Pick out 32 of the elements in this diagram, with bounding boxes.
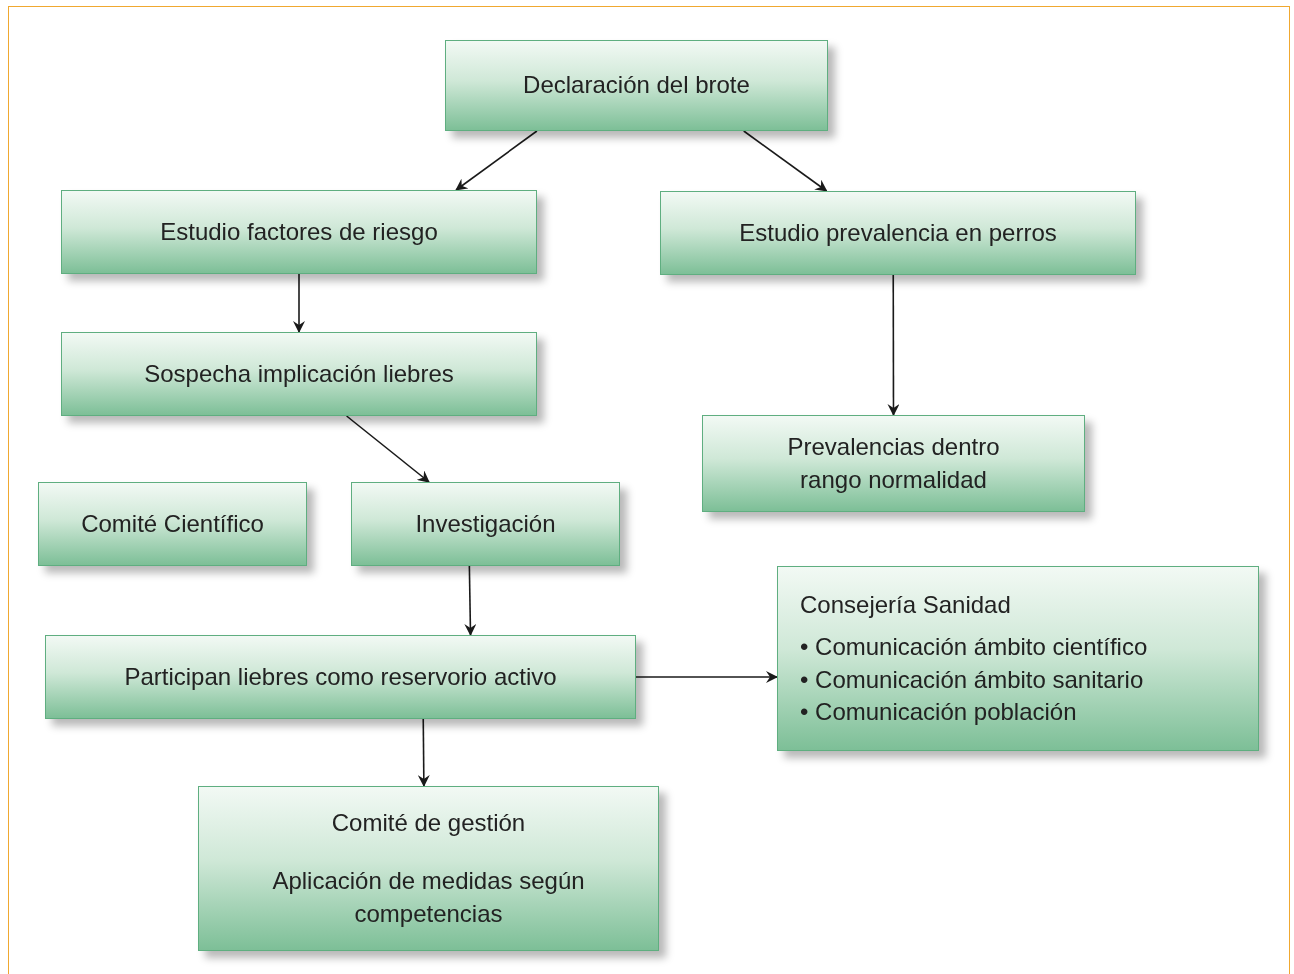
process-box	[702, 415, 1085, 512]
box-heading: Consejería Sanidad	[800, 590, 1011, 620]
bullet-item: • Comunicación ámbito sanitario	[800, 664, 1145, 695]
box-label: Investigación	[415, 508, 556, 539]
process-box	[198, 786, 659, 951]
process-box	[61, 332, 537, 416]
box-label: Participan liebres como reservorio activo	[124, 661, 557, 692]
arrow	[455, 130, 538, 191]
arrow	[417, 718, 430, 787]
box-label: Prevalencias dentro rango normalidad	[786, 432, 1001, 495]
box-label: Comité de gestión	[331, 807, 526, 838]
box-label: Declaración del brote	[523, 70, 750, 101]
bullet-item: • Comunicación población	[800, 697, 1078, 728]
box-label: Estudio factores de riesgo	[160, 216, 438, 247]
arrow	[635, 671, 778, 683]
process-box	[45, 635, 636, 719]
box-description: Aplicación de medidas según competencias	[271, 866, 586, 929]
process-box	[38, 482, 307, 566]
process-box	[351, 482, 620, 566]
box-label: Sospecha implicación liebres	[144, 358, 454, 389]
bullet-item: • Comunicación ámbito científico	[800, 632, 1148, 663]
process-box	[777, 566, 1259, 751]
arrow	[464, 565, 477, 636]
arrow	[345, 415, 430, 483]
arrow	[887, 274, 900, 416]
box-label: Estudio prevalencia en perros	[739, 217, 1057, 248]
arrow	[293, 273, 305, 333]
process-box	[445, 40, 828, 131]
arrow	[742, 130, 828, 192]
process-box	[61, 190, 537, 274]
process-box	[660, 191, 1136, 275]
box-label: Comité Científico	[81, 508, 264, 539]
